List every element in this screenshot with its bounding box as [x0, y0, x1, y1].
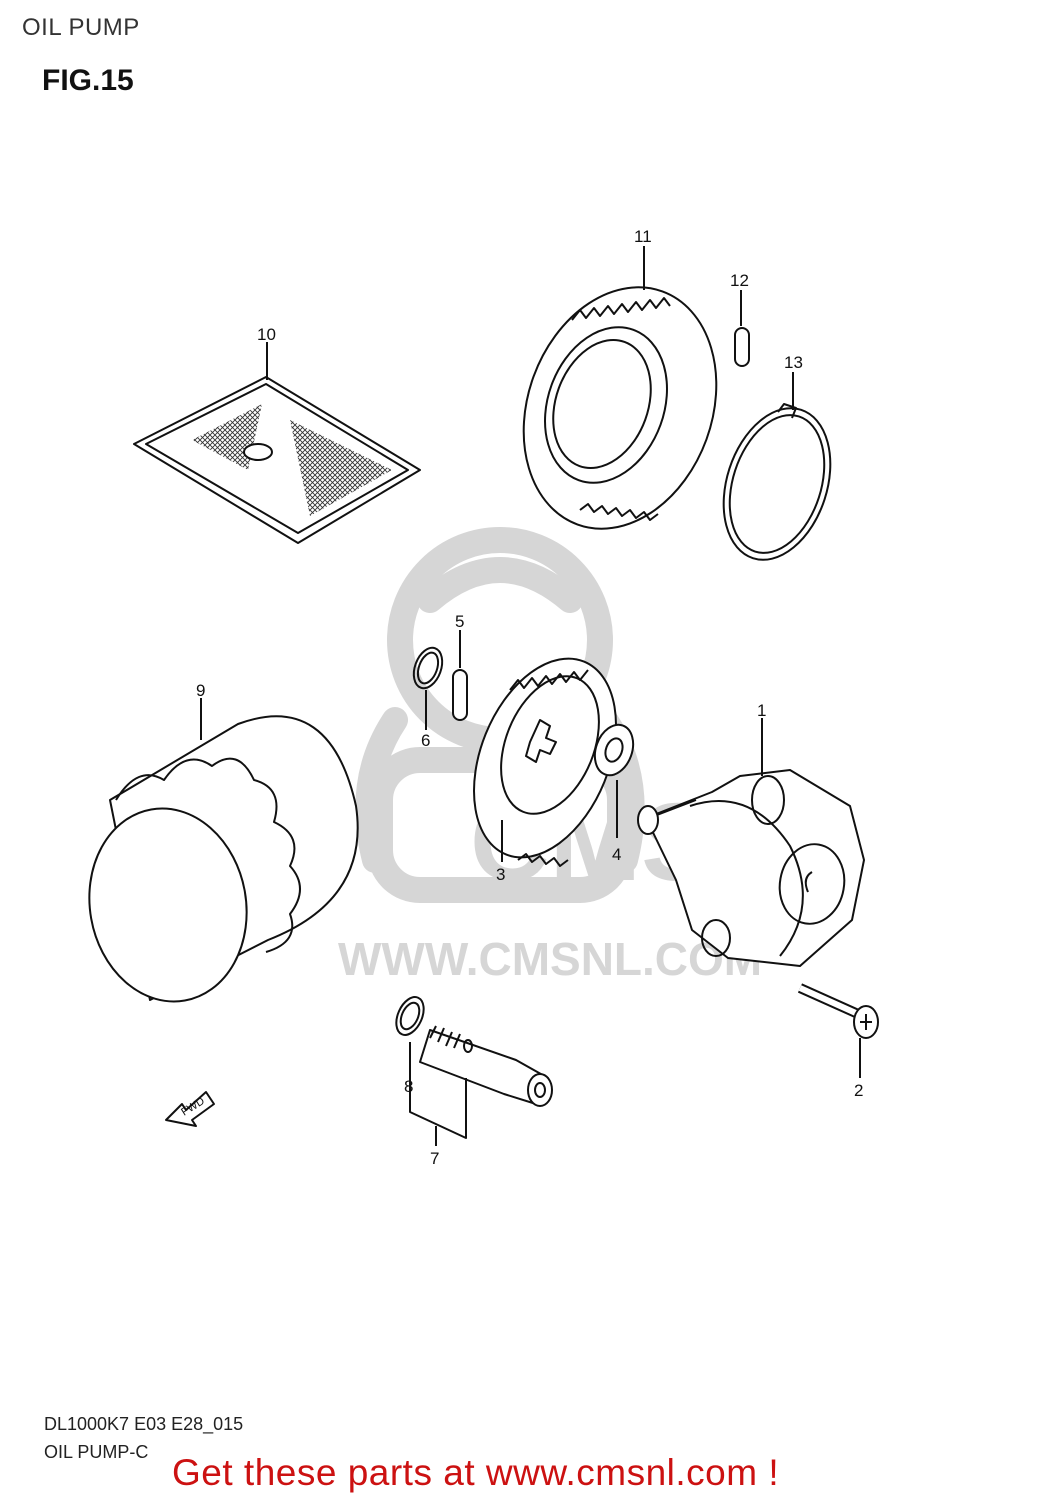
callout-1: 1	[757, 701, 766, 720]
diagram-name: OIL PUMP-C	[44, 1442, 149, 1462]
callout-labels: 1 2 3 4 5 6 7 8 9 10 11 12 13	[196, 227, 863, 1168]
figure-label: FIG.15	[42, 64, 134, 97]
callout-4: 4	[612, 845, 621, 864]
callout-8: 8	[404, 1077, 413, 1096]
callout-6: 6	[421, 731, 430, 750]
drive-gear-part-3	[473, 657, 617, 867]
callout-2: 2	[854, 1081, 863, 1100]
screw-part-2	[797, 983, 879, 1078]
promo-link-text[interactable]: Get these parts at www.cmsnl.com !	[172, 1452, 780, 1493]
callout-10: 10	[257, 325, 276, 344]
callout-11: 11	[634, 227, 652, 246]
model-code: DL1000K7 E03 E28_015	[44, 1414, 244, 1434]
callout-7: 7	[430, 1149, 439, 1168]
forward-direction-arrow: FWD	[165, 1091, 215, 1127]
small-circlip-part-6	[412, 646, 444, 730]
callout-3: 3	[496, 865, 505, 884]
callout-13: 13	[784, 353, 803, 372]
oil-pipe-part-7	[409, 1025, 553, 1146]
o-ring-part-8	[395, 996, 425, 1036]
oil-pump-assembly-part-1	[637, 718, 865, 967]
pin-part-12	[734, 290, 750, 367]
oil-strainer-part-10	[133, 342, 421, 544]
dowel-pin-part-5	[452, 630, 468, 721]
watermark-url: WWW.CMSNL.COM	[338, 933, 762, 985]
oil-pump-driven-gear-part-11	[522, 246, 718, 530]
callout-12: 12	[730, 271, 749, 290]
section-title: OIL PUMP	[22, 14, 140, 41]
oil-filter-part-9	[88, 698, 359, 1003]
circlip-part-13	[722, 372, 832, 561]
washer-part-4	[593, 723, 635, 838]
callout-5: 5	[455, 612, 464, 631]
callout-9: 9	[196, 681, 205, 700]
